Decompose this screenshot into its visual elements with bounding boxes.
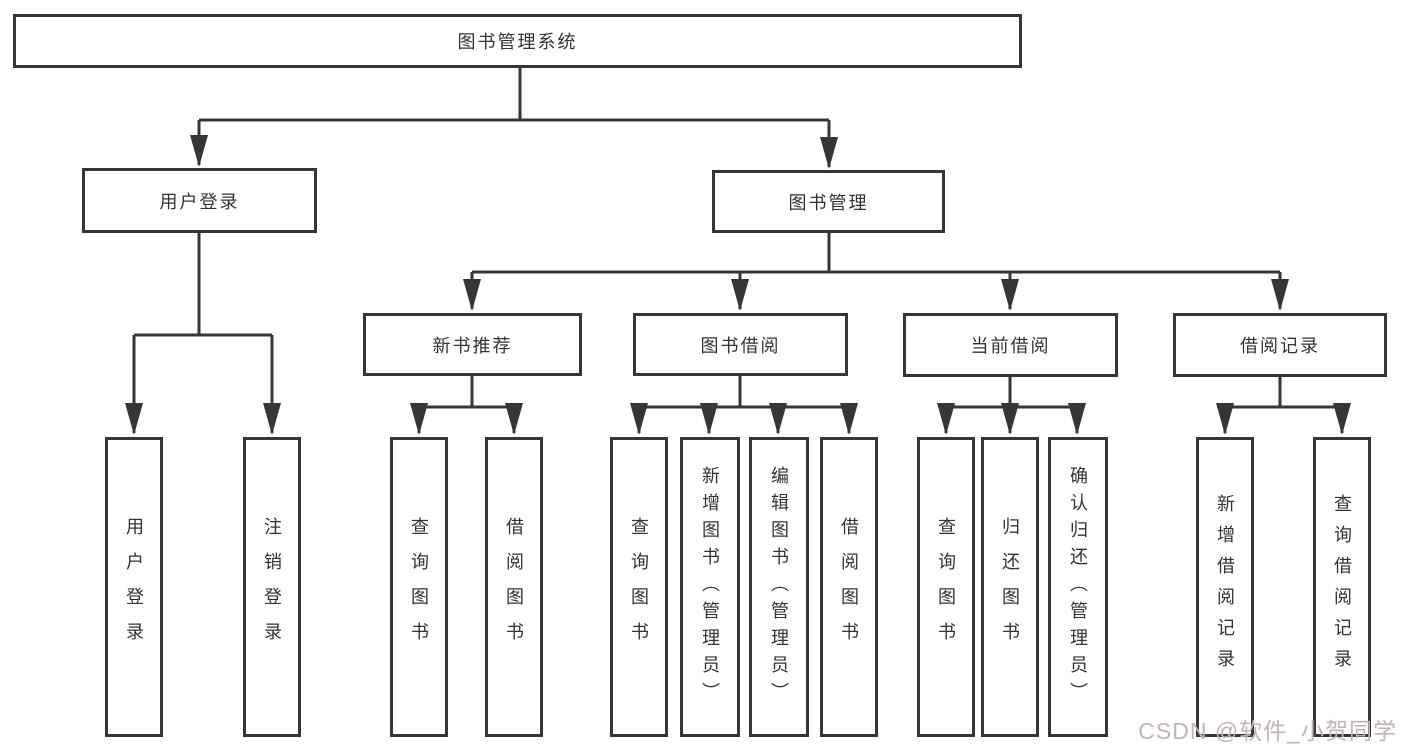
csdn-watermark: CSDN @软件_小贺同学 (1138, 718, 1397, 744)
node-current-borrow-label: 当前借阅 (970, 336, 1051, 356)
leaf-recommend-query-books-label: 查询图书 (409, 517, 429, 657)
leaf-add-books-admin-label: 新增图书（管理员） (700, 465, 720, 709)
leaf-query-borrow-record-label: 查询借阅记录 (1332, 494, 1352, 680)
node-root-label: 图书管理系统 (457, 32, 578, 52)
node-book-borrow: 图书借阅 (633, 313, 848, 376)
node-borrow-records-label: 借阅记录 (1240, 336, 1320, 356)
leaf-confirm-return-admin: 确认归还（管理员） (1048, 437, 1108, 737)
node-book-management: 图书管理 (712, 170, 945, 233)
node-book-borrow-label: 图书借阅 (700, 335, 781, 356)
node-root: 图书管理系统 (13, 14, 1022, 68)
leaf-logout: 注销登录 (243, 437, 301, 737)
leaf-borrow-books: 借阅图书 (820, 437, 878, 737)
leaf-recommend-query-books: 查询图书 (390, 437, 448, 737)
leaf-query-borrow-record: 查询借阅记录 (1313, 437, 1371, 737)
leaf-borrow-query-books-label: 查询图书 (629, 517, 649, 657)
leaf-return-books: 归还图书 (981, 437, 1039, 737)
leaf-add-borrow-record-label: 新增借阅记录 (1215, 494, 1235, 680)
leaf-edit-books-admin-label: 编辑图书（管理员） (769, 465, 789, 709)
node-book-management-label: 图书管理 (788, 192, 869, 213)
node-user-login-label: 用户登录 (159, 191, 240, 212)
node-new-book-recommend-label: 新书推荐 (432, 335, 513, 356)
tree-edges (125, 68, 1351, 435)
node-user-login: 用户登录 (82, 168, 317, 233)
leaf-borrow-query-books: 查询图书 (610, 437, 668, 737)
leaf-recommend-borrow-books: 借阅图书 (485, 437, 543, 737)
leaf-logout-label: 注销登录 (262, 517, 282, 657)
node-current-borrow: 当前借阅 (903, 313, 1118, 377)
leaf-current-query-books-label: 查询图书 (936, 517, 956, 657)
leaf-edit-books-admin: 编辑图书（管理员） (749, 437, 809, 737)
node-new-book-recommend: 新书推荐 (363, 313, 582, 376)
leaf-current-query-books: 查询图书 (917, 437, 975, 737)
leaf-borrow-books-label: 借阅图书 (839, 517, 859, 657)
leaf-user-login: 用户登录 (105, 437, 163, 737)
leaf-return-books-label: 归还图书 (1000, 517, 1020, 657)
leaf-recommend-borrow-books-label: 借阅图书 (504, 517, 524, 657)
leaf-user-login-label: 用户登录 (124, 517, 144, 657)
node-borrow-records: 借阅记录 (1173, 313, 1387, 377)
leaf-add-books-admin: 新增图书（管理员） (680, 437, 740, 737)
leaf-add-borrow-record: 新增借阅记录 (1196, 437, 1254, 737)
leaf-confirm-return-admin-label: 确认归还（管理员） (1068, 465, 1088, 709)
